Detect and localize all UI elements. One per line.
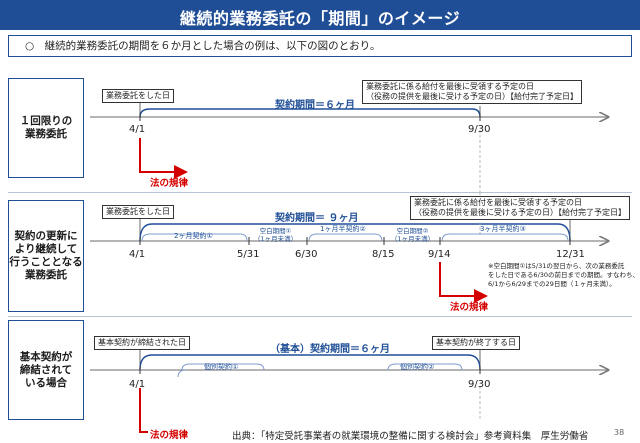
law-label-2: 法の規律 <box>450 302 489 313</box>
segment-bracket <box>177 369 187 378</box>
gap-note: ※空白期間①は5/31の翌日から、次の業務委託 をした日である6/30の前日まで… <box>488 262 640 288</box>
date-label: 4/1 <box>129 379 146 390</box>
row-label-3: 基本契約が 締結されて いる場合 <box>19 350 73 389</box>
period-label-2: 契約期間＝ ９ヶ月 <box>275 213 359 224</box>
segment-label: 1ヶ月半契約② <box>320 225 366 233</box>
row-separator <box>8 192 632 193</box>
segment-bracket <box>181 363 265 371</box>
start-label-3: 基本契約が締結された日 <box>94 336 190 350</box>
segment-label: 個別契約① <box>204 363 239 371</box>
end-label-1: 業務委託に係る給付を最後に受領する予定の日 （役務の提供を最後に受ける予定の日）… <box>362 80 582 104</box>
segment-bracket <box>441 233 569 242</box>
segment-label: 空白期間② （1ヶ月未満） <box>391 227 435 243</box>
page-title: 継続的業務委託の「期間」のイメージ <box>179 9 461 28</box>
start-label-1: 業務委託をした日 <box>102 89 174 103</box>
intro-box: ○ 継続的業務委託の期間を６か月とした場合の例は、以下の図のとおり。 <box>8 35 632 57</box>
law-label-1: 法の規律 <box>150 178 189 189</box>
row-separator <box>8 316 632 317</box>
date-label: 5/31 <box>237 249 260 260</box>
law-arrow-2 <box>439 262 488 303</box>
period-label-3: （基本）契約期間＝６ヶ月 <box>270 344 390 355</box>
law-label-3: 法の規律 <box>150 430 189 441</box>
law-arrow-3 <box>139 388 148 433</box>
row-label-box-1: １回限りの 業務委託 <box>8 78 84 178</box>
row-label-box-2: 契約の更新に より継続して 行うこととなる 業務委託 <box>8 200 84 312</box>
page-number: 38 <box>614 428 625 437</box>
date-label: 4/1 <box>129 124 146 135</box>
title-bar: 継続的業務委託の「期間」のイメージ <box>0 0 640 30</box>
segment-bracket <box>308 233 383 242</box>
period-bracket-3 <box>139 354 481 371</box>
segment-label: 3ヶ月半契約③ <box>480 225 526 233</box>
date-label: 9/30 <box>468 124 491 135</box>
source-citation: 出典：「特定受託事業者の就業環境の整備に関する検討会」参考資料集 厚生労働省 <box>232 431 589 442</box>
period-bracket-1 <box>139 108 481 118</box>
date-label: 8/15 <box>372 249 395 260</box>
segment-label: 2ヶ月契約① <box>174 232 213 240</box>
segment-bracket <box>387 363 463 371</box>
period-label-1: 契約期間＝６ヶ月 <box>275 100 355 111</box>
period-bracket-2 <box>139 223 571 242</box>
date-label: 4/1 <box>129 249 146 260</box>
row-label-2: 契約の更新に より継続して 行うこととなる 業務委託 <box>9 230 83 281</box>
start-label-2: 業務委託をした日 <box>102 205 174 219</box>
segment-bracket <box>141 233 248 242</box>
date-label: 9/30 <box>468 379 491 390</box>
date-label: 12/31 <box>556 249 585 260</box>
segment-label: 個別契約② <box>400 363 435 371</box>
row-label-box-3: 基本契約が 締結されて いる場合 <box>8 320 84 420</box>
segment-label: 空白期間① （1ヶ月未満） <box>254 227 298 243</box>
date-label: 9/14 <box>428 249 451 260</box>
end-label-2: 業務委託に係る給付を最後に受領する予定の日 （役務の提供を最後に受ける予定の日）… <box>410 196 630 220</box>
law-arrow-1 <box>139 138 188 179</box>
intro-text: ○ 継続的業務委託の期間を６か月とした場合の例は、以下の図のとおり。 <box>25 40 381 52</box>
row-label-1: １回限りの 業務委託 <box>19 115 73 140</box>
date-label: 6/30 <box>295 249 318 260</box>
end-label-3: 基本契約が終了する日 <box>432 336 520 350</box>
